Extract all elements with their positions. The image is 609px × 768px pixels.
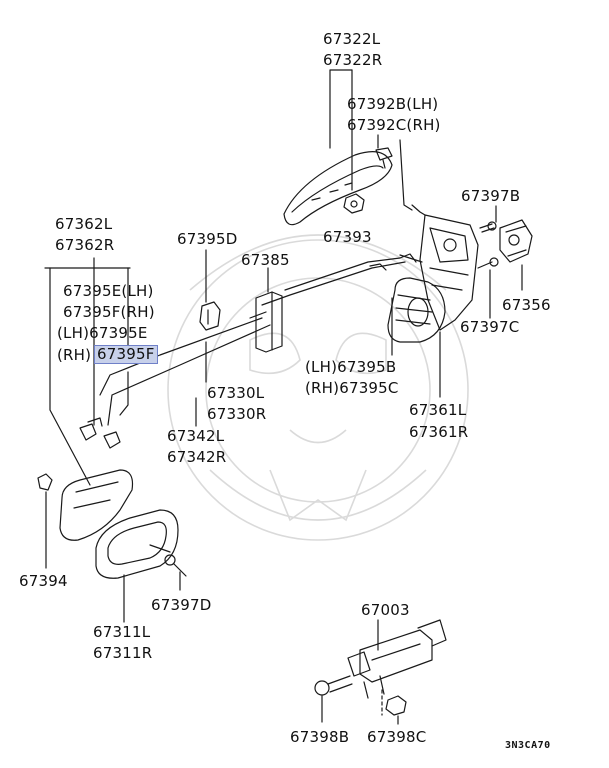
label-67397B: 67397B: [461, 187, 521, 205]
label-67394: 67394: [19, 572, 68, 590]
label-67395F-rh: 67395F(RH): [63, 303, 155, 321]
nut-67393: [343, 193, 365, 214]
label-67322L: 67322L: [323, 30, 381, 48]
label-67003: 67003: [361, 601, 410, 619]
label-67398B: 67398B: [290, 728, 350, 746]
label-67395E-lh: 67395E(LH): [63, 282, 154, 300]
nut-67398C: [381, 689, 407, 716]
screw-67397D: [164, 554, 187, 577]
watermark-emblem: [167, 234, 469, 541]
control-cables: [99, 253, 417, 426]
clip-67394: [37, 473, 53, 491]
clips-67395EF: [79, 417, 121, 449]
label-67342L: 67342L: [167, 427, 225, 445]
label-67311R: 67311R: [93, 644, 153, 662]
outside-handle: [283, 151, 393, 226]
label-67356: 67356: [502, 296, 551, 314]
label-67322R: 67322R: [323, 51, 383, 69]
cable-holder-67385: [255, 291, 283, 353]
label-67330L: 67330L: [207, 384, 265, 402]
label-67397D: 67397D: [151, 596, 212, 614]
screw-67397B: [479, 221, 497, 233]
door-check: [347, 619, 447, 699]
screw-67397C: [477, 257, 499, 269]
label-rh-prefix: (RH): [57, 346, 92, 364]
label-67395C: (RH)67395C: [305, 379, 399, 397]
label-67395B: (LH)67395B: [305, 358, 397, 376]
inside-handle: [59, 469, 179, 579]
label-67395D: 67395D: [177, 230, 238, 248]
label-67311L: 67311L: [93, 623, 151, 641]
label-67342R: 67342R: [167, 448, 227, 466]
label-67392B: 67392B(LH): [347, 95, 439, 113]
label-67385: 67385: [241, 251, 290, 269]
label-67395F-highlighted[interactable]: 67395F: [94, 345, 158, 364]
diagram-code: 3N3CA70: [505, 740, 551, 751]
label-67393: 67393: [323, 228, 372, 246]
label-lh-67395E: (LH)67395E: [57, 324, 148, 342]
label-67361R: 67361R: [409, 423, 469, 441]
clip-67392: [375, 147, 393, 169]
label-67398C: 67398C: [367, 728, 427, 746]
clip-67395D: [199, 301, 221, 331]
bolt-67398B: [314, 675, 353, 696]
door-latch: [399, 204, 479, 331]
label-67392C: 67392C(RH): [347, 116, 441, 134]
label-67361L: 67361L: [409, 401, 467, 419]
striker-67356: [499, 219, 533, 263]
label-67362R: 67362R: [55, 236, 115, 254]
label-67397C: 67397C: [460, 318, 520, 336]
label-67330R: 67330R: [207, 405, 267, 423]
latch-actuator: [387, 277, 446, 343]
label-67362L: 67362L: [55, 215, 113, 233]
